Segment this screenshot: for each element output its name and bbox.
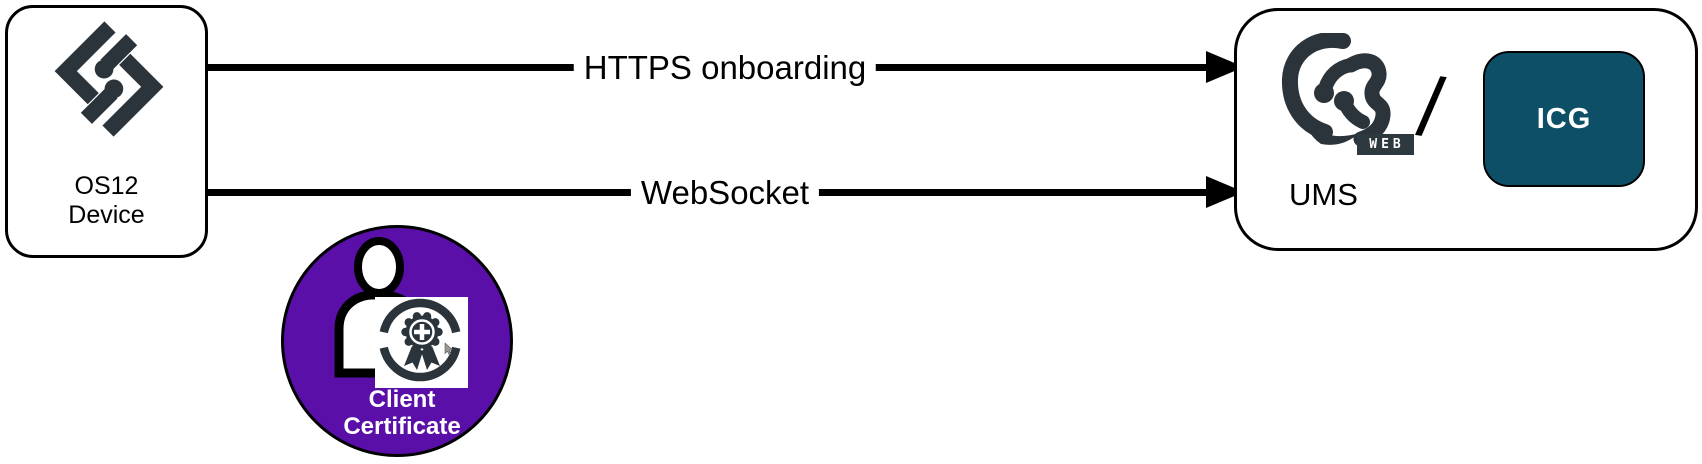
certificate-seal-icon — [379, 298, 461, 382]
connection-label-websocket: WebSocket — [630, 174, 820, 212]
certificate-artwork — [334, 237, 468, 388]
certificate-label-line2: Certificate — [343, 413, 461, 440]
device-node-label: OS12 Device — [8, 172, 205, 230]
igel-os-logo — [54, 21, 164, 137]
os12-device-node: OS12 Device — [5, 5, 208, 258]
device-label-line2: Device — [68, 201, 145, 229]
certificate-label: Client Certificate — [284, 386, 510, 440]
https-onboarding-connection: HTTPS onboarding — [208, 46, 1244, 90]
icg-node: ICG — [1483, 51, 1645, 187]
web-badge: WEB — [1357, 134, 1414, 155]
ums-node-label: UMS — [1289, 177, 1358, 212]
client-certificate-badge: Client Certificate — [281, 225, 513, 457]
connection-label-https: HTTPS onboarding — [573, 49, 877, 87]
mouse-cursor-icon — [444, 342, 454, 356]
slash-separator: / — [1412, 58, 1449, 156]
certificate-label-line1: Client — [368, 386, 436, 413]
websocket-connection: WebSocket — [208, 171, 1244, 215]
ums-server-node: WEB UMS / ICG — [1234, 8, 1698, 251]
icg-node-label: ICG — [1536, 102, 1592, 135]
device-label-line1: OS12 — [74, 172, 139, 200]
igel-web-logo — [1281, 33, 1391, 147]
